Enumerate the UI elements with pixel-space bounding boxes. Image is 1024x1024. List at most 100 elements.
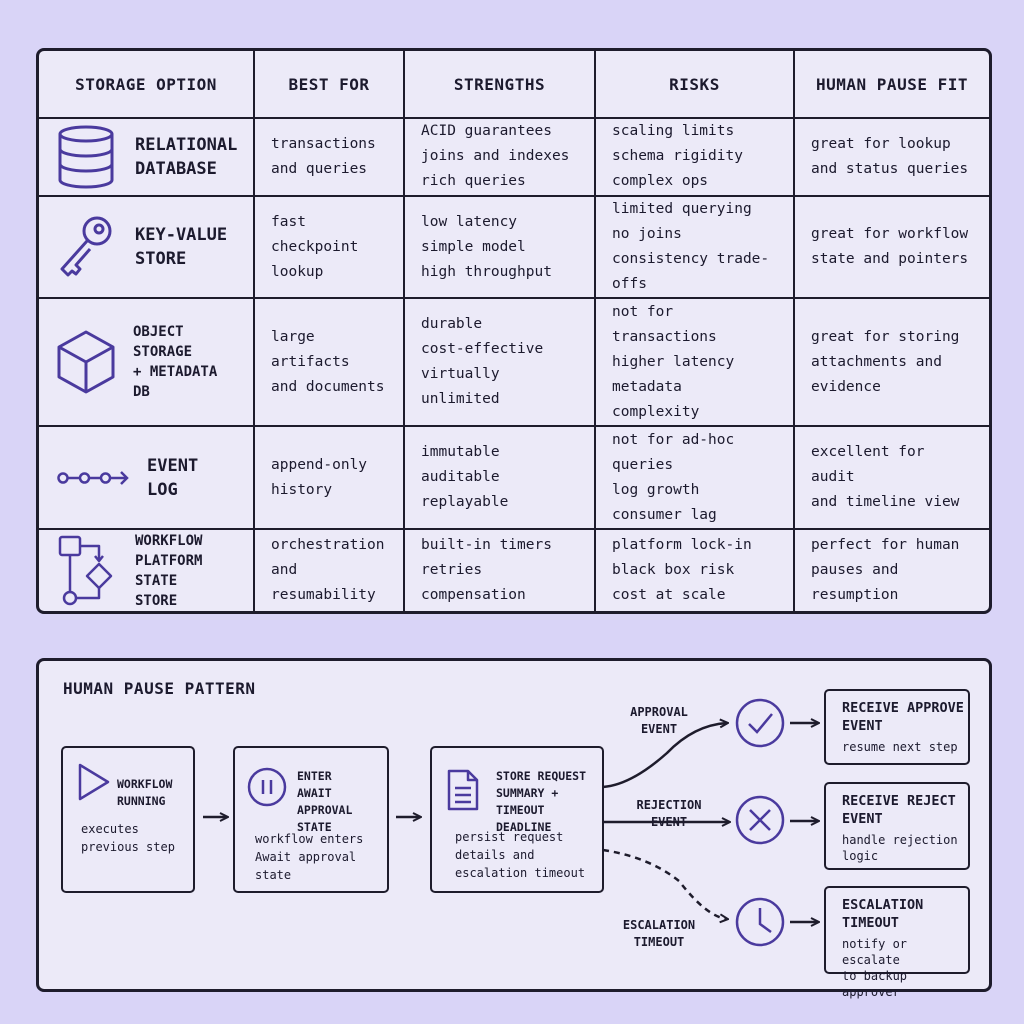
result-receive-approve: RECEIVE APPROVE EVENT resume next step	[824, 689, 970, 765]
table-row: KEY-VALUE STORE fast checkpoint lookup l…	[39, 194, 989, 300]
cell-line: schema rigidity	[612, 148, 743, 165]
strengths-cell: durable cost-effective virtually unlimit…	[403, 297, 596, 428]
clock-icon	[735, 897, 785, 947]
storage-option-cell: RELATIONAL DATABASE	[39, 117, 255, 197]
best-for-cell: large artifacts and documents	[253, 297, 405, 428]
cell-line: scaling limits	[612, 123, 735, 140]
step-store-request-summary: STORE REQUEST SUMMARY + TIMEOUT DEADLINE…	[430, 746, 604, 893]
column-header: BEST FOR	[253, 51, 405, 119]
table-header-row: STORAGE OPTION BEST FOR STRENGTHS RISKS …	[39, 51, 989, 119]
cell-line: rich queries	[421, 173, 526, 190]
strengths-cell: low latency simple model high throughput	[403, 194, 596, 300]
cell-line: large artifacts	[271, 328, 350, 370]
cell-line: perfect for human	[811, 537, 960, 554]
cell-line: joins and indexes	[421, 148, 570, 165]
table-row: WORKFLOW PLATFORM STATE STORE orchestrat…	[39, 528, 989, 611]
result-description: resume next step	[842, 740, 958, 754]
cell-line: state and pointers	[811, 251, 969, 268]
cell-line: retries	[421, 562, 483, 579]
cell-line: pauses and	[811, 562, 899, 579]
result-escalation-timeout: ESCALATION TIMEOUT notify or escalate to…	[824, 886, 970, 999]
cell-line: consistency trade-offs	[612, 251, 770, 293]
column-header: STORAGE OPTION	[39, 51, 255, 119]
approval-event-label: APPROVAL EVENT	[630, 705, 688, 736]
cell-line: virtually unlimited	[421, 366, 500, 408]
cell-line: lookup	[271, 263, 324, 280]
result-title: RECEIVE APPROVE EVENT	[842, 700, 964, 734]
best-for-cell: transactions and queries	[253, 117, 405, 197]
result-description: notify or escalate to backup approver	[842, 937, 908, 999]
cell-line: auditable	[421, 469, 500, 486]
cell-line: low latency	[421, 213, 518, 230]
cell-line: resumption	[811, 587, 899, 604]
cell-line: cost at scale	[612, 587, 726, 604]
cell-line: great for storing	[811, 328, 960, 345]
cell-line: and resumability	[271, 562, 376, 604]
cell-line: not for transactions	[612, 303, 717, 345]
cell-line: immutable	[421, 444, 500, 461]
cell-line: built-in timers	[421, 537, 552, 554]
storage-option-name: KEY-VALUE STORE	[135, 225, 228, 270]
storage-option-name: RELATIONAL DATABASE	[135, 134, 238, 179]
storage-option-name: OBJECT STORAGE + METADATA DB	[133, 324, 218, 401]
step-title: WORKFLOW RUNNING	[117, 777, 173, 808]
step-description: workflow enters Await approval state	[255, 832, 364, 882]
storage-options-table: STORAGE OPTION BEST FOR STRENGTHS RISKS …	[36, 48, 992, 614]
escalation-timeout-label: ESCALATION TIMEOUT	[622, 918, 696, 949]
cell-line: great for workflow	[811, 226, 969, 243]
database-icon	[58, 125, 114, 189]
result-receive-reject: RECEIVE REJECT EVENT handle rejection lo…	[824, 782, 970, 870]
storage-option-cell: EVENT LOG	[39, 425, 255, 531]
table-row: RELATIONAL DATABASE transactions and que…	[39, 117, 989, 197]
flow-connectors	[203, 698, 995, 947]
best-for-cell: append-only history	[253, 425, 405, 531]
result-title: ESCALATION TIMEOUT	[842, 897, 924, 931]
strengths-cell: immutable auditable replayable	[403, 425, 596, 531]
cell-line: durable	[421, 316, 483, 333]
risks-cell: not for ad-hoc queries log growth consum…	[594, 425, 795, 531]
cell-line: orchestration	[271, 537, 385, 554]
human-pause-pattern-panel: HUMAN PAUSE PATTERN	[36, 658, 995, 999]
cube-icon	[57, 330, 115, 394]
cell-line: history	[271, 481, 333, 498]
cell-line: platform lock-in	[612, 537, 752, 554]
step-workflow-running: WORKFLOW RUNNING executes previous step	[61, 746, 195, 893]
column-header: STRENGTHS	[403, 51, 596, 119]
cell-line: complex ops	[612, 173, 709, 190]
cell-line: and timeline view	[811, 494, 960, 511]
result-title: RECEIVE REJECT EVENT	[842, 793, 956, 827]
cell-line: metadata complexity	[612, 378, 700, 420]
risks-cell: limited querying no joins consistency tr…	[594, 194, 795, 300]
cell-line: ACID guarantees	[421, 123, 552, 140]
cell-line: compensation	[421, 587, 526, 604]
x-icon	[735, 795, 785, 845]
storage-option-cell: OBJECT STORAGE + METADATA DB	[39, 297, 255, 428]
comparison-table: STORAGE OPTION BEST FOR STRENGTHS RISKS …	[39, 51, 989, 611]
cell-line: cost-effective	[421, 341, 544, 358]
cell-line: limited querying	[612, 201, 752, 218]
storage-option-cell: WORKFLOW PLATFORM STATE STORE	[39, 528, 255, 611]
column-header: HUMAN PAUSE FIT	[793, 51, 989, 119]
cell-line: higher latency	[612, 353, 735, 370]
cell-line: transactions	[271, 135, 376, 152]
rejection-event-label: REJECTION EVENT	[636, 798, 702, 829]
cell-line: log growth	[612, 481, 700, 498]
table-row: OBJECT STORAGE + METADATA DB large artif…	[39, 297, 989, 428]
pause-fit-cell: great for storing attachments and eviden…	[793, 297, 989, 428]
cell-line: attachments and	[811, 353, 942, 370]
cell-line: not for ad-hoc queries	[612, 431, 735, 473]
cell-line: no joins	[612, 226, 682, 243]
flow-title: HUMAN PAUSE PATTERN	[63, 679, 256, 698]
storage-option-cell: KEY-VALUE STORE	[39, 194, 255, 300]
risks-cell: not for transactions higher latency meta…	[594, 297, 795, 428]
table-row: EVENT LOG append-only history immutable …	[39, 425, 989, 531]
step-enter-await-approval: ENTER AWAIT APPROVAL STATE workflow ente…	[233, 746, 389, 893]
step-description: executes previous step	[81, 822, 175, 854]
pause-fit-cell: perfect for human pauses and resumption	[793, 528, 989, 611]
cell-line: and status queries	[811, 160, 969, 177]
step-title: ENTER AWAIT APPROVAL STATE	[297, 769, 353, 834]
strengths-cell: built-in timers retries compensation	[403, 528, 596, 611]
escalation-path	[602, 848, 727, 919]
check-icon	[735, 698, 785, 748]
cell-line: great for lookup	[811, 135, 951, 152]
